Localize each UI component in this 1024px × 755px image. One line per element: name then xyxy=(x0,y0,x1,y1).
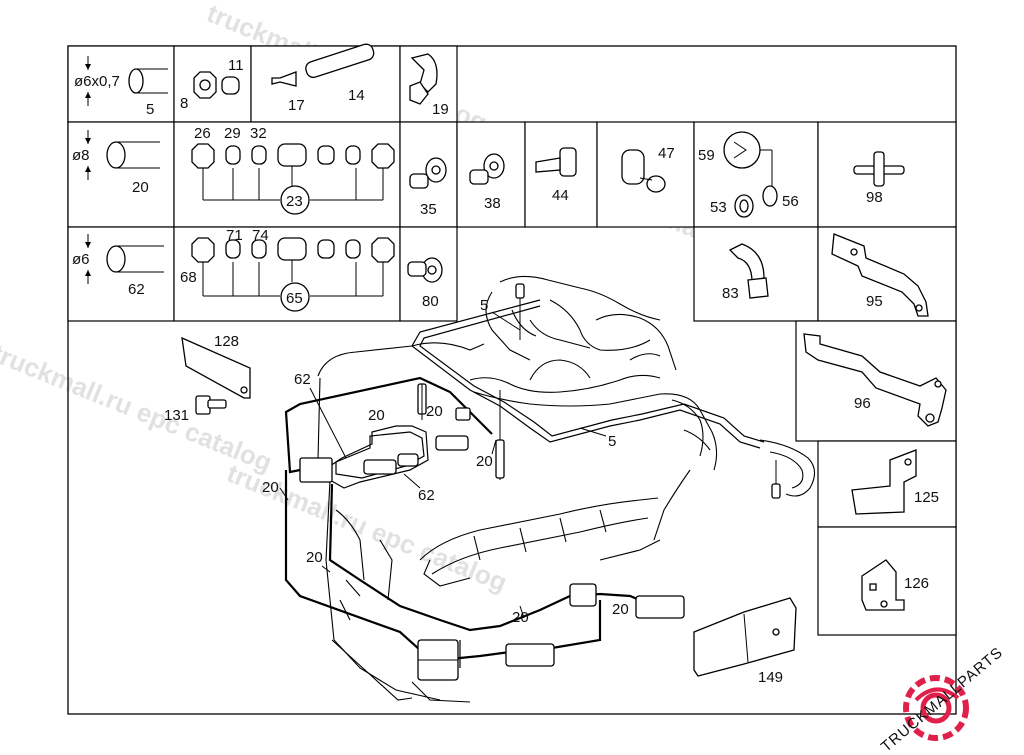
bracket-95-drawing xyxy=(831,233,929,317)
cell-r3-tube xyxy=(67,226,175,322)
label-5: 5 xyxy=(146,101,154,118)
bracket-126-drawing xyxy=(861,559,905,611)
tube-5-drawing xyxy=(85,56,168,106)
label-53: 53 xyxy=(710,199,727,216)
nut-8-drawing xyxy=(193,71,240,99)
fitting-17-drawing xyxy=(271,43,375,87)
pipe-5 xyxy=(411,283,781,499)
label-35: 35 xyxy=(420,201,437,218)
bracket-125-drawing xyxy=(851,449,917,515)
label-17: 17 xyxy=(288,97,305,114)
valve-59-drawing xyxy=(723,131,778,218)
pipe-62 xyxy=(299,407,471,489)
tube-size-r2: ø8 xyxy=(72,147,90,164)
label-62-top: 62 xyxy=(294,371,311,388)
tube-62-drawing xyxy=(85,234,164,284)
label-20-b: 20 xyxy=(426,403,443,420)
watermark-text-b: truckmall.ru epc catalog xyxy=(0,338,276,478)
label-83: 83 xyxy=(722,285,739,302)
label-44: 44 xyxy=(552,187,569,204)
label-47: 47 xyxy=(658,145,675,162)
label-98: 98 xyxy=(866,189,883,206)
label-32: 32 xyxy=(250,125,267,142)
label-19: 19 xyxy=(432,101,449,118)
label-126: 126 xyxy=(904,575,929,592)
label-20-low: 20 xyxy=(306,549,323,566)
label-26: 26 xyxy=(194,125,211,142)
label-95: 95 xyxy=(866,293,883,310)
group-65-drawing xyxy=(191,237,395,312)
label-29: 29 xyxy=(224,125,241,142)
bolt-131-drawing xyxy=(195,395,227,415)
cell-r2-elbow xyxy=(596,121,695,228)
label-20-c: 20 xyxy=(476,453,493,470)
plate-128-drawing xyxy=(181,336,251,399)
label-59: 59 xyxy=(698,147,715,164)
tube-size-r1: ø6x0,7 xyxy=(74,73,120,90)
label-14: 14 xyxy=(348,87,365,104)
label-125: 125 xyxy=(914,489,939,506)
label-62-mid: 62 xyxy=(418,487,435,504)
banjo-80-drawing xyxy=(407,257,443,283)
label-20-bottom: 20 xyxy=(512,609,529,626)
label-131: 131 xyxy=(164,407,189,424)
parts-table: ø6x0,7 5 8 11 17 14 19 ø8 20 xyxy=(67,43,957,636)
label-62: 62 xyxy=(128,281,145,298)
label-11: 11 xyxy=(228,57,244,74)
cell-r2-tube xyxy=(67,121,175,228)
gear-icon xyxy=(903,675,969,741)
tube-size-r3: ø6 xyxy=(72,251,90,268)
label-5-right: 5 xyxy=(608,433,616,450)
elbow-83-drawing xyxy=(728,243,769,299)
logo-text: TRUCKMALLPARTS xyxy=(878,644,1007,750)
label-68: 68 xyxy=(180,269,197,286)
label-5-top: 5 xyxy=(480,297,488,314)
elbow-19-drawing xyxy=(409,53,438,105)
shield-149-drawing xyxy=(693,597,797,677)
label-23: 23 xyxy=(286,193,303,210)
elbow-47-drawing xyxy=(621,149,666,193)
label-8: 8 xyxy=(180,95,188,112)
cell-side-125 xyxy=(817,440,957,528)
label-65: 65 xyxy=(286,290,303,307)
label-20-left: 20 xyxy=(262,479,279,496)
label-38: 38 xyxy=(484,195,501,212)
label-20-a: 20 xyxy=(368,407,385,424)
label-74: 74 xyxy=(252,227,269,244)
cross-98-drawing xyxy=(853,151,905,187)
truckmall-logo: TRUCKMALLPARTS xyxy=(878,644,1007,755)
main-labels: 62 62 5 5 20 20 20 20 20 20 20 xyxy=(262,297,629,626)
label-71: 71 xyxy=(226,227,243,244)
tube-20-drawing xyxy=(85,130,160,180)
label-80: 80 xyxy=(422,293,439,310)
label-20-right: 20 xyxy=(612,601,629,618)
pipe-connectors xyxy=(417,383,685,681)
banjo-35-drawing xyxy=(409,157,447,189)
label-149: 149 xyxy=(758,669,783,686)
label-128: 128 xyxy=(214,333,239,350)
tee-44-drawing xyxy=(535,147,577,177)
banjo-38-drawing xyxy=(469,153,505,185)
bracket-96-drawing xyxy=(803,333,947,427)
label-96: 96 xyxy=(854,395,871,412)
group-23-drawing xyxy=(191,143,395,215)
label-20: 20 xyxy=(132,179,149,196)
label-56: 56 xyxy=(782,193,799,210)
